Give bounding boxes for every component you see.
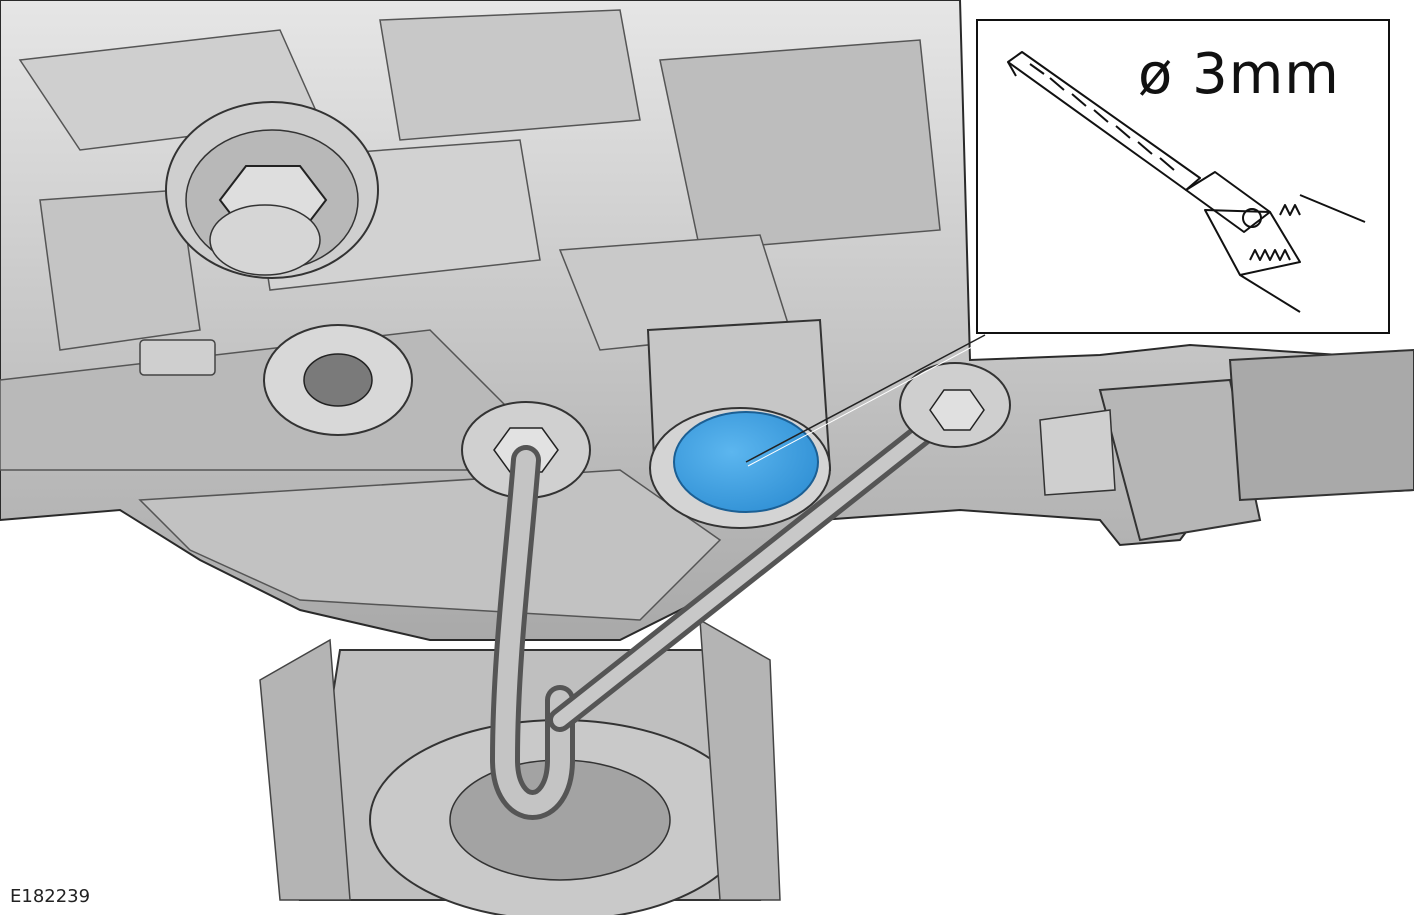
hex-bolt-large: [165, 101, 379, 279]
mounting-boss: [139, 324, 413, 436]
right-mount-bracket: [1039, 348, 1414, 542]
drill-bit-in-chuck-icon: [1007, 51, 1366, 313]
drill-diameter-label: ø 3mm: [1138, 42, 1340, 107]
inset-frame: [976, 19, 1390, 334]
cast-marking-tag: [139, 339, 216, 376]
linkage-bolt: [899, 362, 1011, 448]
plug-boss: [646, 318, 832, 529]
figure-id: E182239: [10, 886, 91, 907]
callout-leader-line: [745, 334, 986, 463]
output-flange: [259, 618, 781, 915]
